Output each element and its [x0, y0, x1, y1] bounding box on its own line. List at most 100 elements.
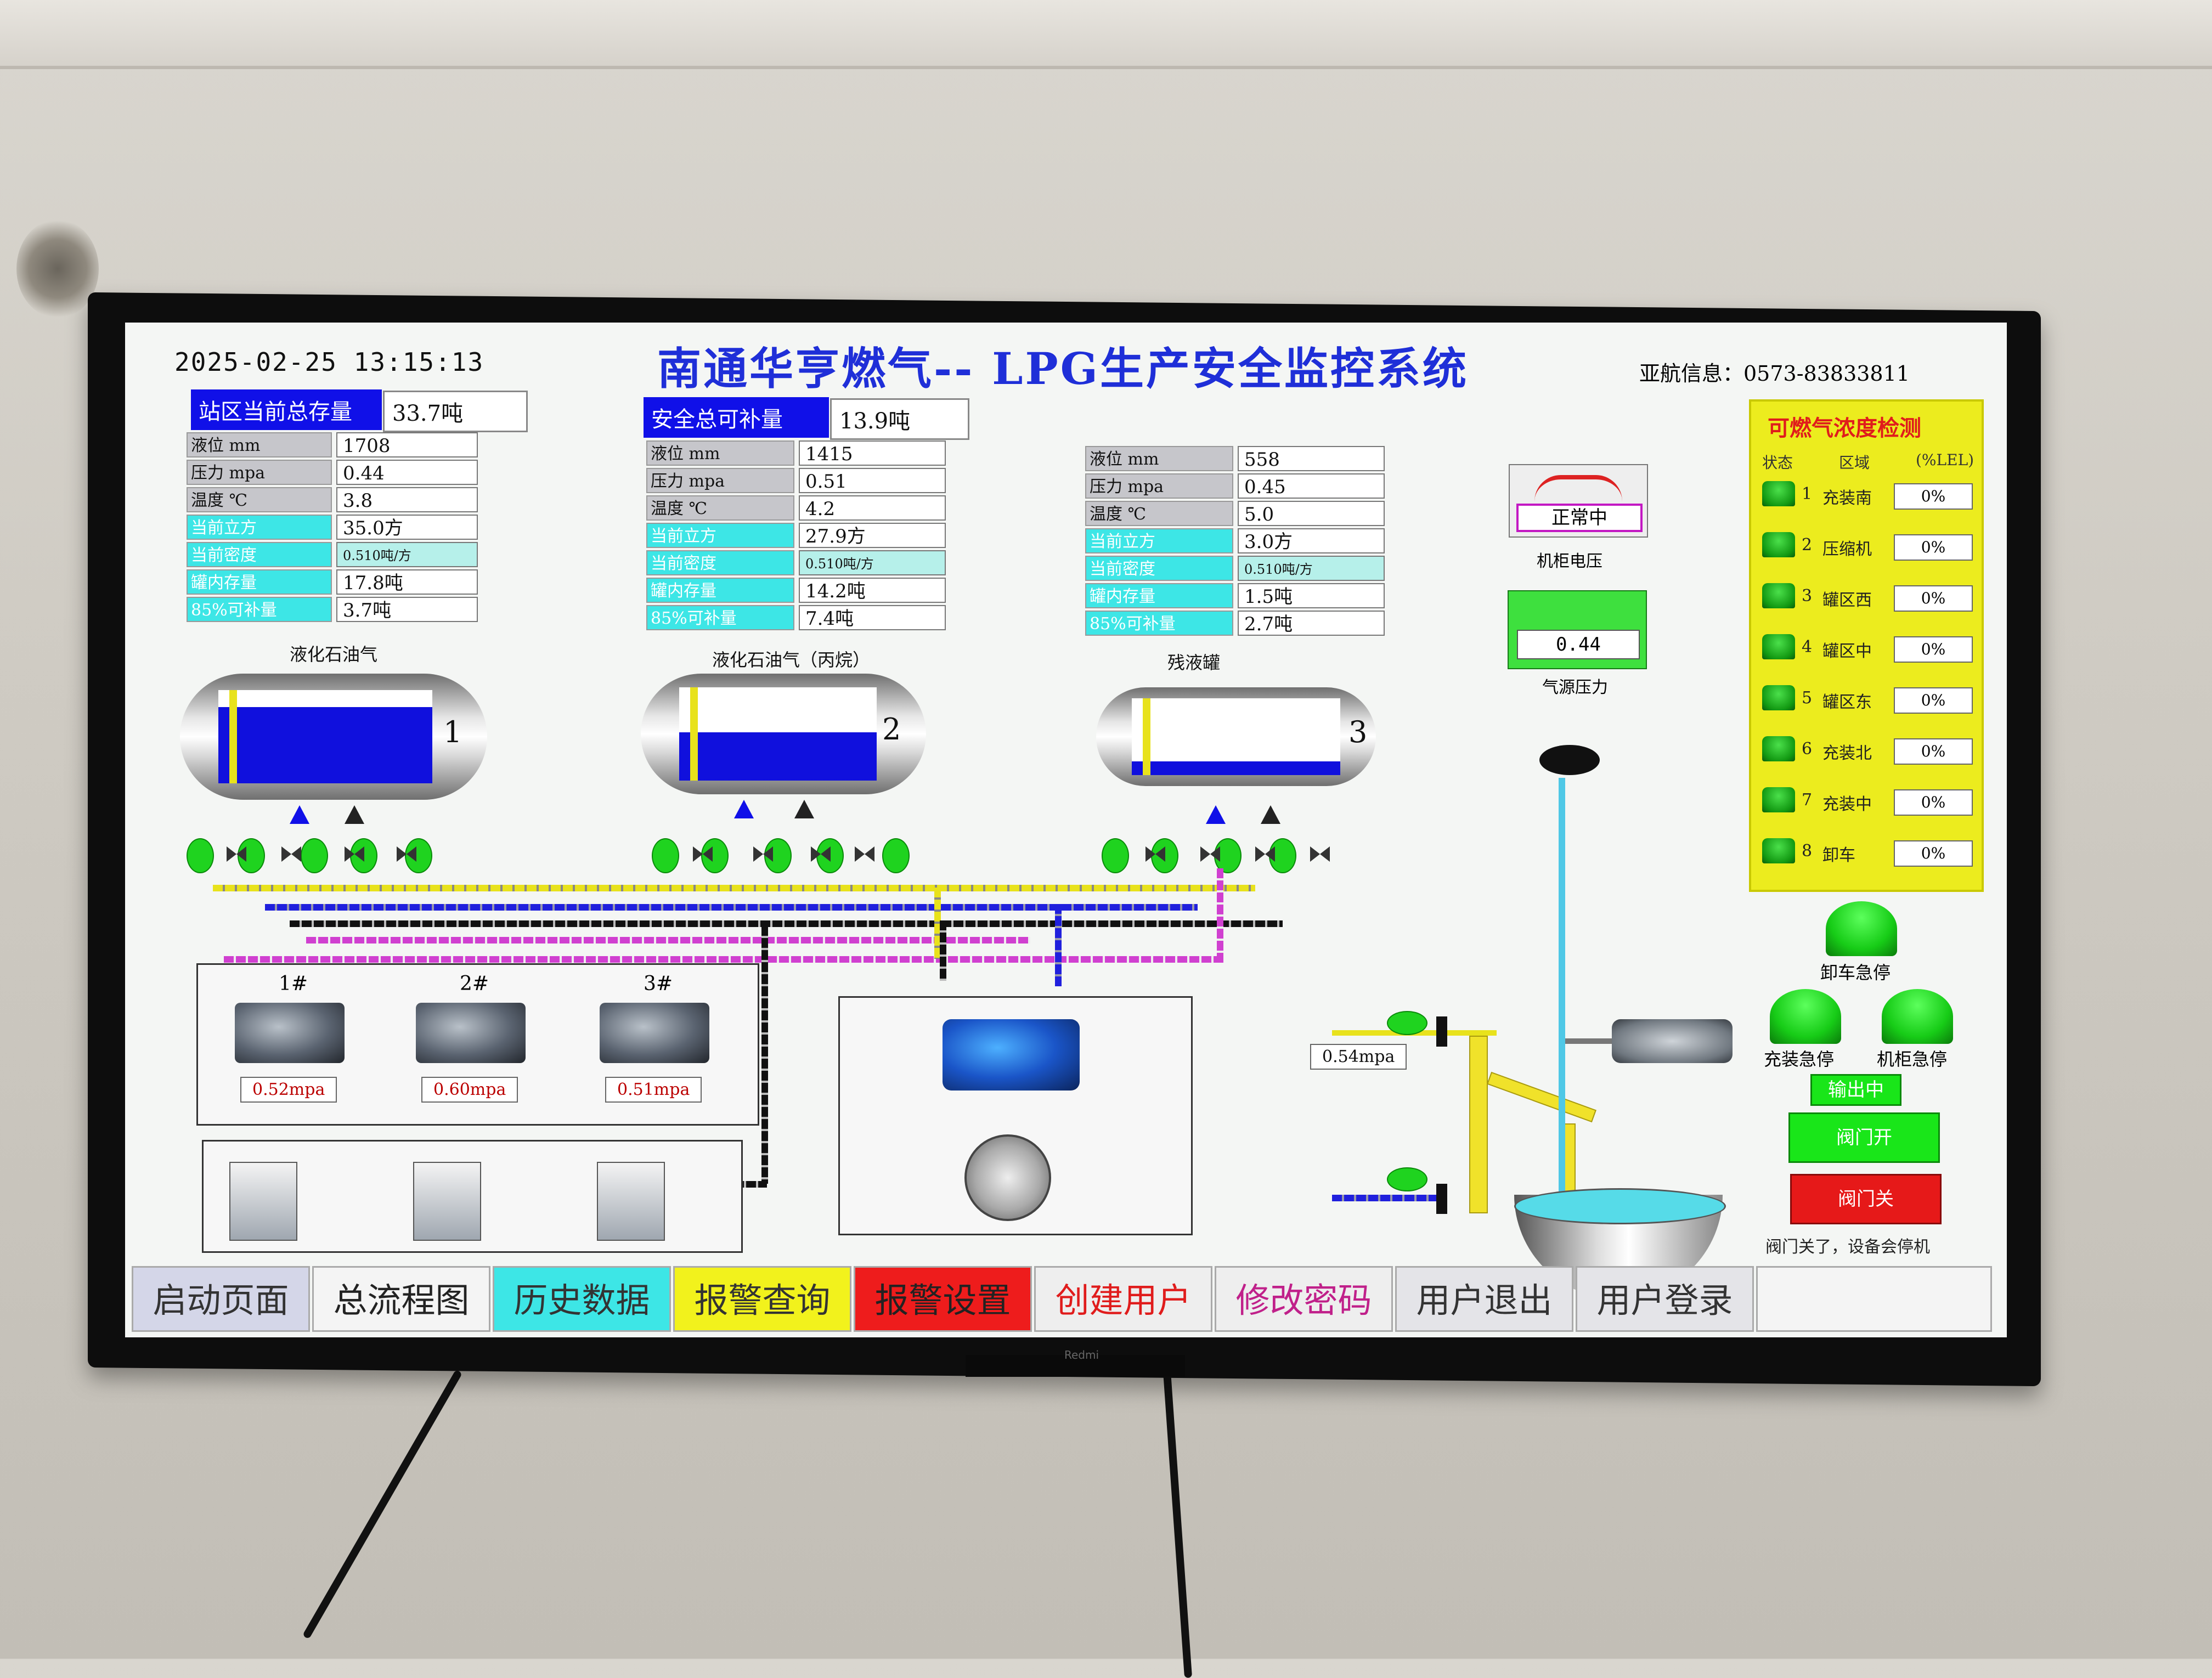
tank2-row-value: 0.510吨/方 — [799, 550, 946, 575]
gas-detector-8-area: 卸车 — [1822, 846, 1855, 865]
gas-detector-7-number: 7 — [1802, 790, 1813, 810]
tank1-row-label: 液位 mm — [187, 432, 332, 457]
tank1-row-label: 温度 ℃ — [187, 487, 332, 512]
tank1-row-label: 当前立方 — [187, 515, 332, 540]
tank3-name: 残液罐 — [1167, 652, 1221, 673]
tank2-row-label: 85%可补量 — [646, 605, 794, 630]
check-valve-icon — [753, 846, 773, 862]
tank3-row-label: 温度 ℃ — [1085, 501, 1233, 526]
pump-1-label: 1# — [279, 973, 308, 995]
check-valve-icon — [397, 846, 416, 862]
gas-detector-7-area: 充装中 — [1822, 795, 1872, 814]
cabinet-estop-button[interactable] — [1882, 989, 1953, 1044]
check-valve-icon — [1200, 846, 1220, 862]
unload-estop-button[interactable] — [1826, 901, 1897, 956]
tank-2-liquid — [679, 732, 877, 781]
tank1-row-value: 17.8吨 — [336, 569, 478, 595]
gas-detector-4-number: 4 — [1802, 637, 1813, 657]
tank2-row-label: 温度 ℃ — [646, 495, 794, 521]
tank1-row-value: 0.44 — [336, 460, 478, 485]
bulk-tank-liquid — [1514, 1188, 1726, 1224]
check-valve-icon — [1310, 846, 1330, 862]
check-valve-icon — [855, 846, 874, 862]
tank2-row-label: 当前密度 — [646, 550, 794, 575]
top-valve-icon — [1539, 745, 1600, 775]
pipe-pink-lower — [224, 956, 1222, 963]
nav-button[interactable]: 修改密码 — [1215, 1266, 1393, 1332]
fill-estop-button[interactable] — [1770, 989, 1841, 1044]
cabinet-voltage-gauge: 正常中 — [1509, 464, 1648, 538]
valve-icon[interactable] — [301, 838, 328, 873]
pump-1-icon[interactable] — [235, 1003, 345, 1063]
gas-pressure-label: 气源压力 — [1542, 678, 1608, 697]
nav-button[interactable]: 历史数据 — [493, 1266, 671, 1332]
tank3-row-value: 558 — [1238, 446, 1385, 471]
nav-button[interactable]: 报警查询 — [673, 1266, 851, 1332]
valve-icon[interactable] — [652, 838, 679, 873]
flow-arrow-icon — [345, 805, 364, 824]
pump-2-icon[interactable] — [416, 1003, 526, 1063]
check-valve-icon — [227, 846, 246, 862]
header-datetime: 2025-02-25 13:15:13 — [174, 347, 484, 377]
tank2-row-label: 液位 mm — [646, 440, 794, 466]
pipe-black-to-pumps — [761, 926, 768, 1184]
pump-3-icon[interactable] — [600, 1003, 709, 1063]
gas-detector-1-area: 充装南 — [1822, 489, 1872, 508]
nav-button[interactable]: 用户登录 — [1576, 1266, 1754, 1332]
nav-button[interactable]: 报警设置 — [854, 1266, 1032, 1332]
gas-detector-4-value: 0% — [1894, 636, 1973, 663]
filling-scale-1 — [229, 1162, 297, 1241]
pump-1-pressure: 0.52mpa — [240, 1077, 337, 1103]
gas-detector-6-lamp-icon — [1762, 736, 1795, 761]
gas-detection-title: 可燃气浓度检测 — [1768, 415, 1921, 441]
nav-button[interactable]: 创建用户 — [1034, 1266, 1212, 1332]
gas-header-lel: (%LEL) — [1916, 451, 1974, 469]
gas-detector-2-lamp-icon — [1762, 532, 1795, 557]
gas-pressure-gauge: 0.44 — [1508, 590, 1647, 669]
power-cable-right — [1163, 1371, 1193, 1678]
nav-button[interactable]: 启动页面 — [132, 1266, 310, 1332]
flow-arrow-icon — [734, 800, 754, 818]
gas-detector-6-value: 0% — [1894, 738, 1973, 765]
exhaust-fan-icon — [964, 1134, 1051, 1221]
flow-arrow-icon — [290, 805, 309, 824]
tank-3-liquid — [1132, 761, 1340, 775]
tank2-row-label: 压力 mpa — [646, 468, 794, 493]
gas-detector-1-lamp-icon — [1762, 481, 1795, 506]
valve-open-button[interactable]: 阀门开 — [1788, 1112, 1940, 1163]
safe-total-value: 13.9吨 — [830, 398, 969, 440]
loading-valve-top-icon[interactable] — [1387, 1011, 1427, 1035]
flow-arrow-icon — [794, 800, 814, 818]
fill-estop-label: 充装急停 — [1764, 1049, 1835, 1070]
tank-1: 1 — [180, 674, 487, 800]
pipe-blue-header — [265, 904, 1198, 911]
valve-icon[interactable] — [882, 838, 910, 873]
tank1-row-value: 35.0方 — [336, 515, 478, 540]
loading-arm-boom — [1487, 1071, 1596, 1123]
gas-detector-1-number: 1 — [1802, 484, 1813, 504]
tank2-name: 液化石油气（丙烷） — [712, 649, 871, 670]
nav-button[interactable]: 用户退出 — [1395, 1266, 1573, 1332]
gas-header-status: 状态 — [1762, 454, 1793, 472]
wall-trim — [0, 0, 2212, 69]
check-valve-icon — [1146, 846, 1165, 862]
gas-detector-2-number: 2 — [1802, 535, 1813, 555]
tank-1-level-gauge — [229, 690, 237, 783]
tank1-row-label: 当前密度 — [187, 542, 332, 567]
gas-detector-8-number: 8 — [1802, 841, 1813, 861]
valve-close-button[interactable]: 阀门关 — [1790, 1174, 1942, 1224]
tank3-row-value: 1.5吨 — [1238, 583, 1385, 608]
valve-icon[interactable] — [1102, 838, 1129, 873]
tank1-name: 液化石油气 — [290, 644, 378, 665]
valve-icon[interactable] — [187, 838, 214, 873]
pipe-end-cap-top — [1436, 1016, 1447, 1047]
loading-valve-bottom-icon[interactable] — [1387, 1167, 1427, 1191]
nav-button[interactable]: 总流程图 — [312, 1266, 490, 1332]
gas-detector-3-value: 0% — [1894, 585, 1973, 612]
gas-detector-5-number: 5 — [1802, 688, 1813, 708]
transfer-pump — [1612, 1019, 1733, 1063]
gas-detector-3-area: 罐区西 — [1822, 591, 1872, 610]
unload-estop-label: 卸车急停 — [1820, 962, 1891, 983]
tank-2: 2 — [641, 674, 926, 794]
